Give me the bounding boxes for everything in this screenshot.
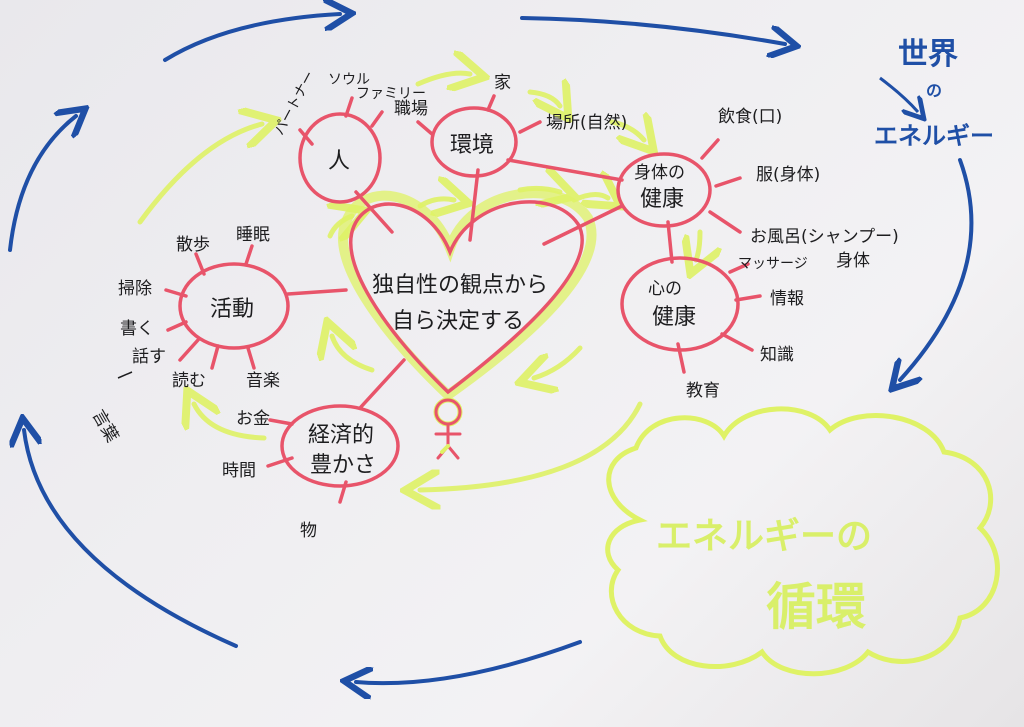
blue-arrow-top-left [163, 14, 340, 62]
node-hito-label: 人 [328, 149, 350, 174]
label-ofuro: お風呂(シャンプー) [750, 227, 899, 247]
label-yomu: 読む [172, 371, 206, 391]
node-shintai-label-1: 身体の [634, 163, 685, 183]
label-shokuba: 職場 [394, 99, 428, 119]
kotoba-dash [117, 371, 133, 379]
label-sampo: 散歩 [176, 235, 210, 255]
world-label-line3: エネルギー [874, 122, 994, 150]
node-hito-circle [298, 112, 382, 204]
node-katsudo-label: 活動 [210, 297, 254, 322]
label-okane: お金 [236, 409, 270, 429]
node-keizai-label-1: 経済的 [308, 423, 374, 448]
node-kankyo-circle [430, 106, 518, 178]
label-kotoba: 言葉 [88, 407, 122, 446]
label-hanasu: 話す [132, 347, 166, 367]
label-inshoku: 飲食(口) [718, 107, 782, 127]
node-keizai-label-2: 豊かさ [310, 453, 376, 478]
label-ie: 家 [494, 73, 511, 93]
blue-arrow-top [520, 16, 785, 44]
world-pointer-arrow [879, 76, 918, 112]
node-kankyo-label: 環境 [450, 133, 494, 158]
label-soul: ソウル [328, 72, 370, 88]
node-kokoro-label-1: 心の [648, 279, 682, 299]
energy-cloud-shape [605, 406, 1000, 677]
label-suimin: 睡眠 [236, 225, 270, 245]
center-text-line2: 自ら決定する [392, 309, 524, 334]
blue-arrow-right [900, 158, 974, 380]
stick-figure-icon [433, 397, 463, 460]
node-shintai-circle [616, 152, 712, 228]
blue-arrow-bottom-left [24, 430, 238, 648]
blue-cycle-arrows [8, 14, 974, 683]
node-keizai-circle [280, 404, 400, 488]
cloud-label-line1: エネルギーの [656, 516, 872, 557]
center-text-line1: 独自性の観点から [372, 273, 548, 298]
node-kokoro-label-2: 健康 [652, 305, 696, 330]
label-kyoiku: 教育 [686, 381, 720, 401]
node-kokoro-circle [620, 256, 740, 352]
node-katsudo-circle [178, 262, 290, 350]
world-label-line1: 世界 [898, 37, 958, 72]
cloud-label-line2: 循環 [766, 578, 866, 636]
label-jikan: 時間 [222, 461, 256, 481]
label-mono: 物 [300, 521, 317, 541]
label-massage: マッサージ [738, 256, 808, 272]
node-shintai-label-2: 健康 [640, 187, 684, 212]
label-joho: 情報 [770, 289, 804, 309]
blue-arrow-left [8, 116, 76, 252]
label-fuku: 服(身体) [756, 165, 820, 185]
label-ongaku: 音楽 [246, 371, 280, 391]
center-heart [349, 200, 584, 395]
world-label-line2: の [926, 81, 942, 100]
heart-highlight [338, 188, 597, 402]
label-family: ファミリー [356, 86, 426, 102]
label-soji: 掃除 [118, 279, 152, 299]
blue-arrow-bottom [356, 640, 582, 683]
label-kaku: 書く [120, 319, 154, 339]
label-shintai2: 身体 [836, 251, 870, 271]
label-basho: 場所(自然) [546, 113, 627, 133]
label-chishiki: 知識 [760, 345, 794, 365]
red-connectors [164, 94, 762, 504]
